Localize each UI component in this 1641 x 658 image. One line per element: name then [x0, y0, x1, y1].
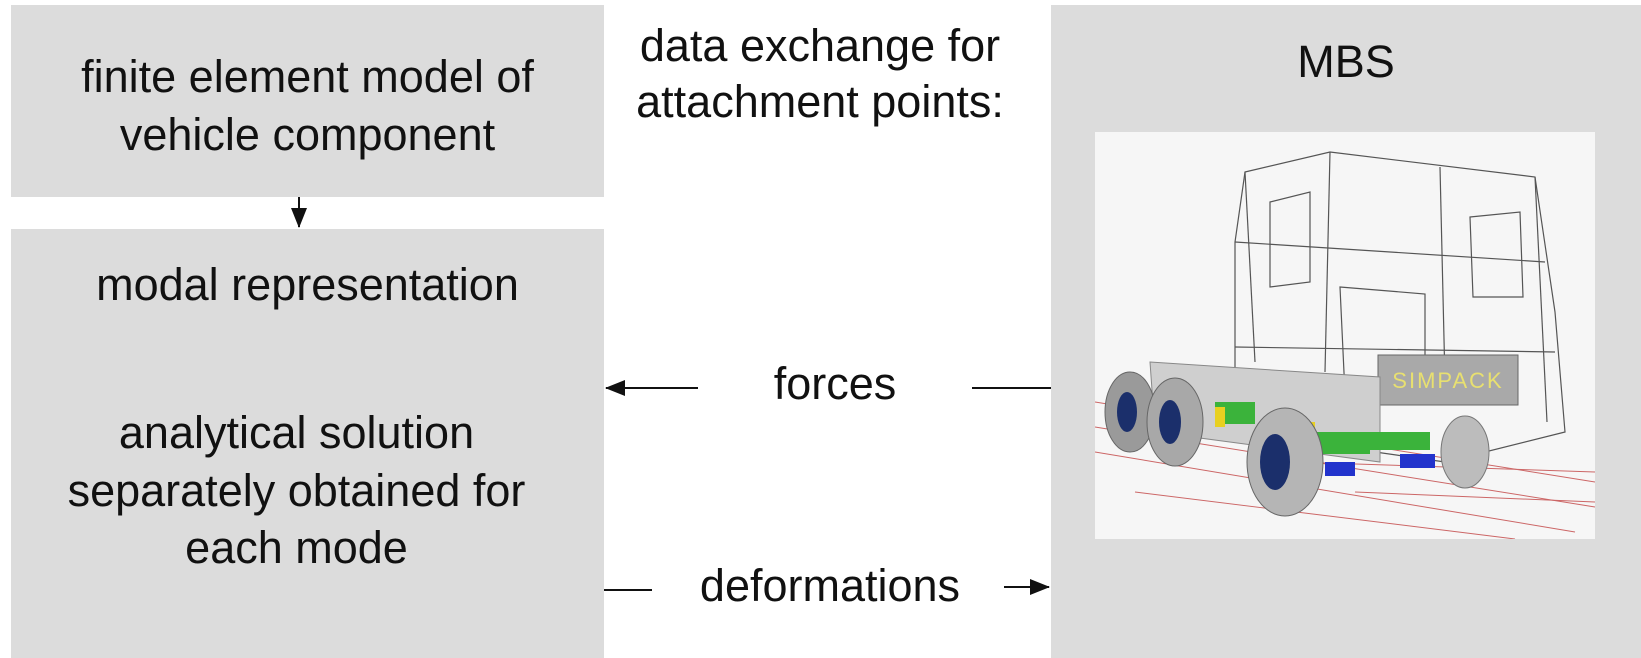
fe-model-line2: vehicle component: [119, 109, 496, 160]
analytical-solution-line3: each mode: [185, 522, 408, 573]
front-wheel-left: [1246, 407, 1324, 517]
simpack-label: SIMPACK: [1392, 368, 1503, 393]
mbs-title: MBS: [1297, 36, 1395, 87]
data-exchange-line1: data exchange for: [639, 20, 1001, 71]
cab-wireframe: [1234, 151, 1566, 463]
deformations-label: deformations: [699, 560, 961, 611]
data-exchange-line2: attachment points:: [636, 76, 1004, 127]
fe-model-box: [11, 5, 604, 197]
fe-model-line1: finite element model of: [81, 51, 534, 102]
analytical-solution-line2: separately obtained for: [67, 465, 526, 516]
analytical-solution-line1: analytical solution: [118, 407, 475, 458]
truck-model-image: SIMPACK: [1094, 132, 1596, 540]
rear-wheel-2: [1146, 377, 1204, 467]
simpack-truck-illustration: SIMPACK: [1094, 151, 1596, 540]
suspension-blue-1: [1325, 462, 1355, 476]
suspension-green-2: [1315, 432, 1370, 454]
suspension-blue-2: [1400, 454, 1435, 468]
front-wheel-right: [1440, 415, 1490, 489]
modal-representation-title: modal representation: [96, 259, 519, 310]
suspension-green-3: [1370, 432, 1430, 450]
suspension-yellow-1: [1215, 407, 1225, 427]
forces-label: forces: [773, 358, 897, 409]
modal-representation-box: [11, 229, 604, 658]
